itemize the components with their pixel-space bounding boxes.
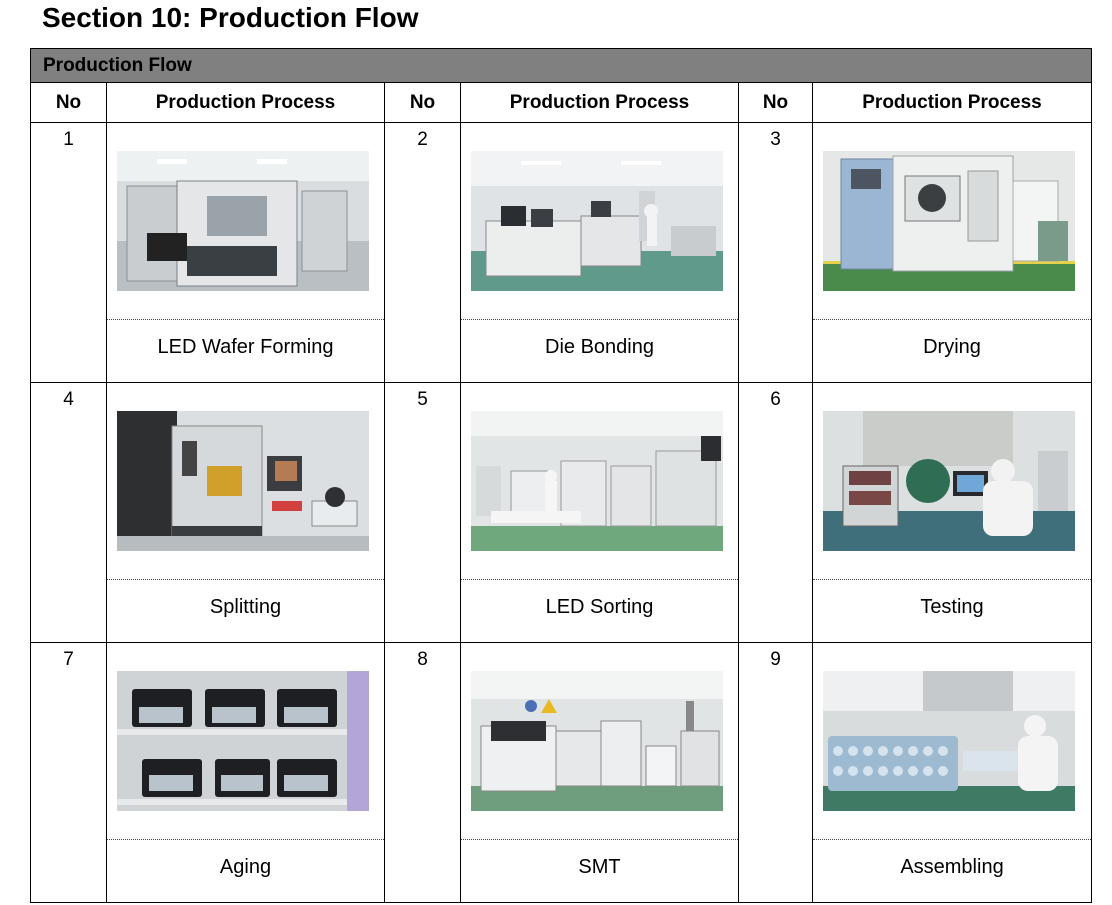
smt-line-photo bbox=[471, 671, 723, 811]
step-number: 3 bbox=[738, 122, 813, 383]
step-number: 2 bbox=[384, 122, 461, 383]
process-label: Drying bbox=[923, 336, 981, 358]
process-cell: Die Bonding bbox=[460, 122, 739, 383]
process-label: Assembling bbox=[900, 856, 1004, 878]
process-label: SMT bbox=[578, 856, 621, 878]
process-cell: Aging bbox=[106, 642, 385, 903]
process-label: Aging bbox=[219, 856, 272, 878]
production-flow-table: Production Flow No Production Process No… bbox=[29, 48, 1093, 903]
table-row: 7 bbox=[30, 642, 1093, 903]
header-no: No bbox=[738, 82, 813, 123]
header-no: No bbox=[30, 82, 107, 123]
die-bonding-line-photo bbox=[471, 151, 723, 291]
testing-station-photo bbox=[823, 411, 1075, 551]
process-cell: Testing bbox=[811, 382, 1093, 643]
process-label: Die Bonding bbox=[545, 336, 654, 358]
section-title: Section 10: Production Flow bbox=[42, 2, 419, 33]
caption-divider bbox=[107, 319, 384, 320]
caption-divider bbox=[461, 319, 738, 320]
table-row: 1 bbox=[30, 122, 1093, 383]
process-cell: Splitting bbox=[106, 382, 385, 643]
process-label: LED Wafer Forming bbox=[157, 336, 334, 358]
process-label: Splitting bbox=[209, 596, 282, 618]
splitting-machine-photo bbox=[117, 411, 369, 551]
caption-divider bbox=[813, 319, 1092, 320]
caption-divider bbox=[107, 839, 384, 840]
process-cell: Drying bbox=[811, 122, 1093, 383]
process-label: LED Sorting bbox=[545, 596, 654, 618]
step-number: 9 bbox=[738, 642, 813, 903]
step-number: 6 bbox=[738, 382, 813, 643]
process-cell: LED Wafer Forming bbox=[106, 122, 385, 383]
process-cell: SMT bbox=[460, 642, 739, 903]
drying-oven-photo bbox=[823, 151, 1075, 291]
led-sorting-photo bbox=[471, 411, 723, 551]
table-row: 4 bbox=[30, 382, 1093, 643]
process-cell: LED Sorting bbox=[460, 382, 739, 643]
step-number: 1 bbox=[30, 122, 107, 383]
caption-divider bbox=[461, 579, 738, 580]
process-cell: Assembling bbox=[811, 642, 1093, 903]
caption-divider bbox=[813, 579, 1092, 580]
header-process: Production Process bbox=[106, 82, 385, 123]
process-label: Testing bbox=[920, 596, 984, 618]
header-no: No bbox=[384, 82, 461, 123]
table-banner: Production Flow bbox=[29, 48, 1093, 83]
step-number: 4 bbox=[30, 382, 107, 643]
step-number: 7 bbox=[30, 642, 107, 903]
caption-divider bbox=[461, 839, 738, 840]
caption-divider bbox=[107, 579, 384, 580]
aging-rack-photo bbox=[117, 671, 369, 811]
caption-divider bbox=[813, 839, 1092, 840]
header-row: No Production Process No Production Proc… bbox=[30, 82, 1093, 123]
header-process: Production Process bbox=[811, 82, 1093, 123]
header-process: Production Process bbox=[460, 82, 739, 123]
step-number: 5 bbox=[384, 382, 461, 643]
assembling-workbench-photo bbox=[823, 671, 1075, 811]
wafer-forming-machine-photo bbox=[117, 151, 369, 291]
step-number: 8 bbox=[384, 642, 461, 903]
